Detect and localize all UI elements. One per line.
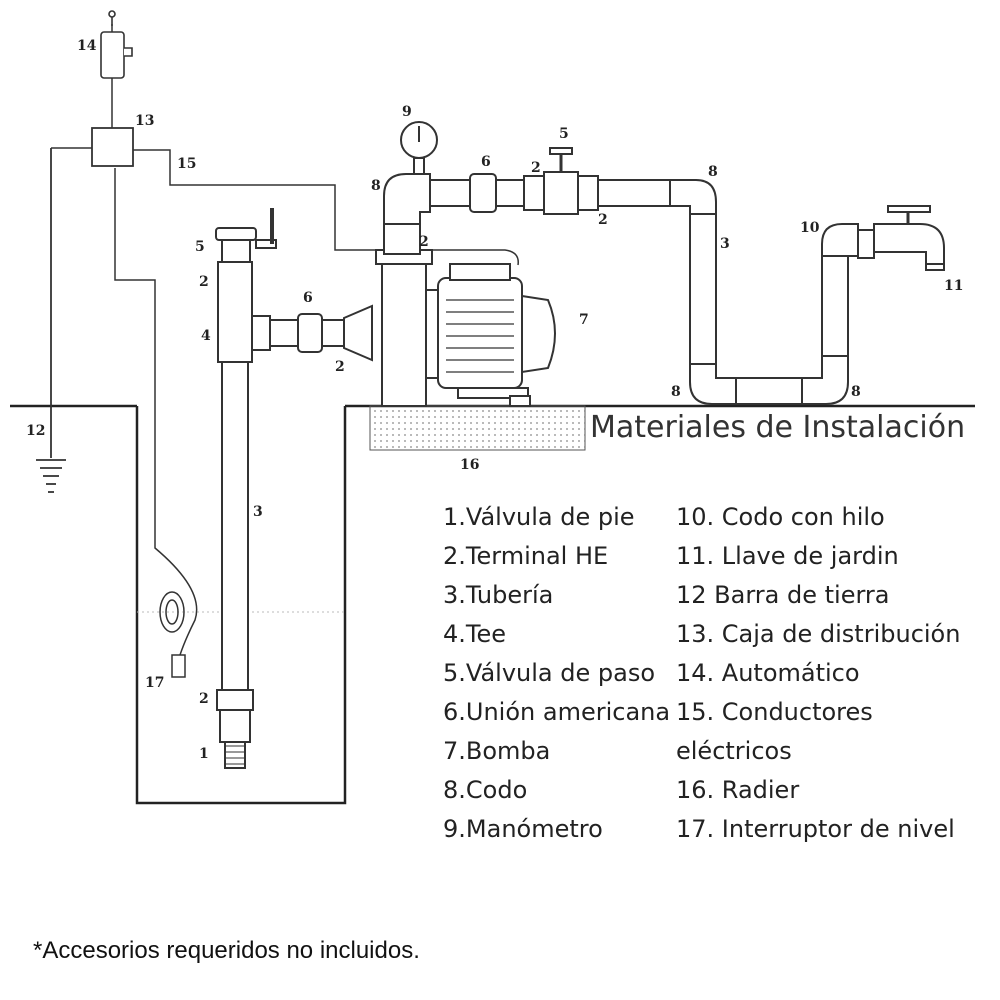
callout-3-suction: 3	[253, 504, 263, 520]
callout-15: 15	[177, 156, 196, 172]
legend-item-label: Terminal HE	[465, 542, 609, 570]
legend-right: 10. Codo con hilo 11. Llave de jardin 12…	[676, 498, 960, 849]
legend-item-3: 3.Tubería	[443, 576, 670, 615]
legend-item-number: 3.	[443, 581, 466, 609]
callout-8-bottom-right: 8	[851, 384, 861, 400]
legend-item-8: 8.Codo	[443, 771, 670, 810]
legend-item-number: 4.	[443, 620, 466, 648]
legend-item-label: Bomba	[465, 737, 551, 765]
legend-item-number: 1.	[443, 503, 466, 531]
callout-2-riser: 2	[419, 234, 429, 250]
legend-item-2: 2.Terminal HE	[443, 537, 670, 576]
discharge-valve-handle	[549, 147, 573, 172]
legend-item-label: Manómetro	[465, 815, 603, 843]
callout-2-discharge-left: 2	[531, 160, 541, 176]
callout-1: 1	[199, 746, 209, 762]
callout-10: 10	[800, 220, 820, 236]
pressure-gauge	[400, 121, 438, 175]
legend-item-6: 6.Unión americana	[443, 693, 670, 732]
legend-item-7: 7.Bomba	[443, 732, 670, 771]
callout-9: 9	[402, 104, 412, 120]
legend-item-11: 11. Llave de jardin	[676, 542, 899, 570]
callout-12: 12	[26, 423, 45, 439]
suction-union	[269, 304, 373, 362]
legend-item-label: Tee	[465, 620, 507, 648]
legend-item-number: 6.	[443, 698, 466, 726]
legend-item-14: 14. Automático	[676, 659, 860, 687]
callout-4: 4	[201, 328, 211, 344]
legend-item-15: 15. Conductores	[676, 698, 873, 726]
page-title: Materiales de Instalación	[590, 410, 966, 445]
legend-item-number: 9.	[443, 815, 466, 843]
legend-item-number: 2.	[443, 542, 466, 570]
callout-13: 13	[135, 113, 154, 129]
callout-16: 16	[460, 457, 479, 473]
legend-item-12: 12 Barra de tierra	[676, 581, 890, 609]
callout-17: 17	[145, 675, 164, 691]
callout-8-riser: 8	[371, 178, 381, 194]
callout-5-suction: 5	[195, 239, 205, 255]
legend-item-number: 7.	[443, 737, 466, 765]
discharge-pipe	[383, 171, 717, 365]
legend-item-number: 5.	[443, 659, 466, 687]
legend-item-15-continued: eléctricos	[676, 737, 792, 765]
callout-2-pump-inlet: 2	[335, 359, 345, 375]
callout-2-suction-top: 2	[199, 274, 209, 290]
callout-7: 7	[579, 312, 589, 328]
legend-item-label: Tubería	[465, 581, 554, 609]
callout-6-suction: 6	[303, 290, 313, 306]
legend-item-number: 8.	[443, 776, 466, 804]
breaker	[100, 10, 133, 79]
callout-6-discharge: 6	[481, 154, 491, 170]
concrete-base	[369, 405, 586, 451]
legend-item-10: 10. Codo con hilo	[676, 503, 885, 531]
distribution-box	[91, 127, 134, 167]
callout-11: 11	[944, 278, 963, 294]
callout-8-top-right: 8	[708, 164, 718, 180]
suction-tee	[215, 208, 277, 363]
legend-item-label: Válvula de pie	[465, 503, 635, 531]
legend-item-5: 5.Válvula de paso	[443, 654, 670, 693]
callout-3-riser: 3	[720, 236, 730, 252]
legend-item-9: 9.Manómetro	[443, 810, 670, 849]
callout-2-discharge-right: 2	[598, 212, 608, 228]
legend-item-4: 4.Tee	[443, 615, 670, 654]
pump	[375, 249, 556, 407]
legend-item-label: Válvula de paso	[465, 659, 656, 687]
level-switch	[159, 591, 186, 678]
suction-pipe	[216, 361, 254, 769]
ground-rod	[36, 148, 66, 493]
legend-item-13: 13. Caja de distribución	[676, 620, 961, 648]
legend-item-17: 17. Interruptor de nivel	[676, 815, 955, 843]
outlet-pipe	[689, 205, 945, 405]
legend-item-label: Unión americana	[465, 698, 671, 726]
callout-8-bottom-left: 8	[671, 384, 681, 400]
electrical-wires	[51, 24, 519, 656]
well	[135, 406, 347, 805]
callout-5-discharge: 5	[559, 126, 569, 142]
callout-2-suction-bottom: 2	[199, 691, 209, 707]
legend-left: 1.Válvula de pie 2.Terminal HE 3.Tubería…	[443, 498, 670, 849]
legend-item-1: 1.Válvula de pie	[443, 498, 670, 537]
callout-14: 14	[77, 38, 97, 54]
legend-item-16: 16. Radier	[676, 776, 800, 804]
legend-item-label: Codo	[465, 776, 528, 804]
footnote: *Accesorios requeridos no incluidos.	[33, 937, 420, 964]
